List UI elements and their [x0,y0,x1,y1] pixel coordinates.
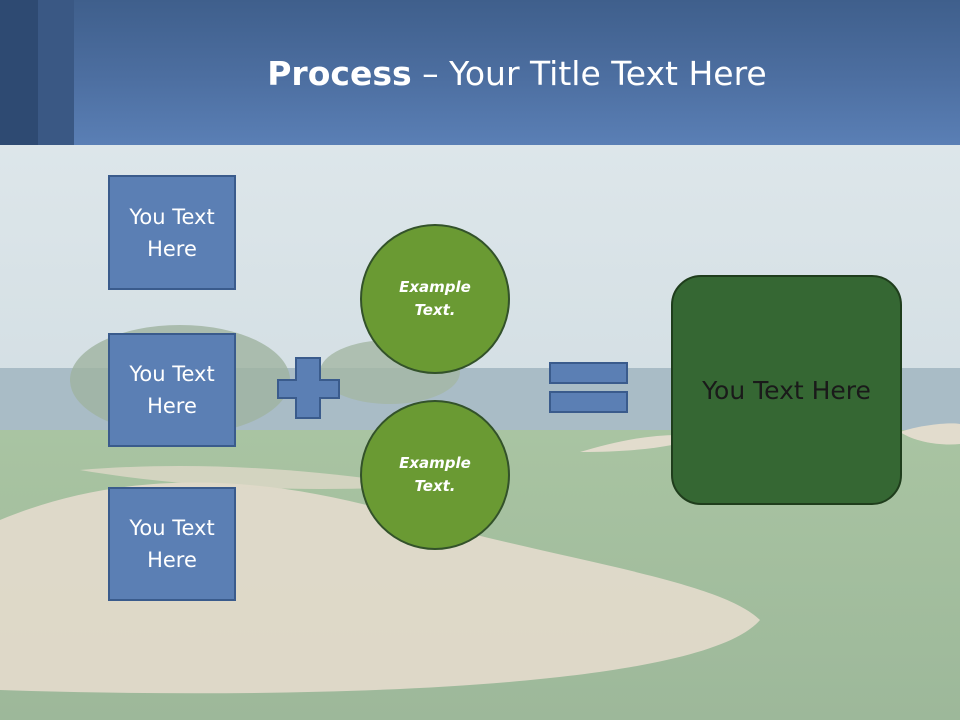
input-box-label: You Text Here [129,362,215,418]
example-circle-1: Example Text. [360,224,510,374]
slide-title: Process – Your Title Text Here [74,52,960,96]
input-box-label: You Text Here [129,204,215,261]
example-circle-2: Example Text. [360,400,510,550]
input-box-3: You Text Here [108,487,236,601]
result-box: You Text Here [671,275,902,505]
title-bar: Process – Your Title Text Here [0,0,960,145]
input-box-1: You Text Here [108,175,236,290]
example-circle-label: Example Text. [399,278,471,319]
title-rest: – Your Title Text Here [411,54,767,93]
equals-icon [549,362,628,413]
title-bold: Process [267,54,412,93]
header-accent-strip [0,0,38,145]
example-circle-label: Example Text. [399,454,471,495]
input-box-label: You Text Here [129,516,215,572]
plus-icon [277,357,340,419]
header-accent-strip [38,0,74,145]
input-box-2: You Text Here [108,333,236,447]
result-label: You Text Here [702,375,871,405]
